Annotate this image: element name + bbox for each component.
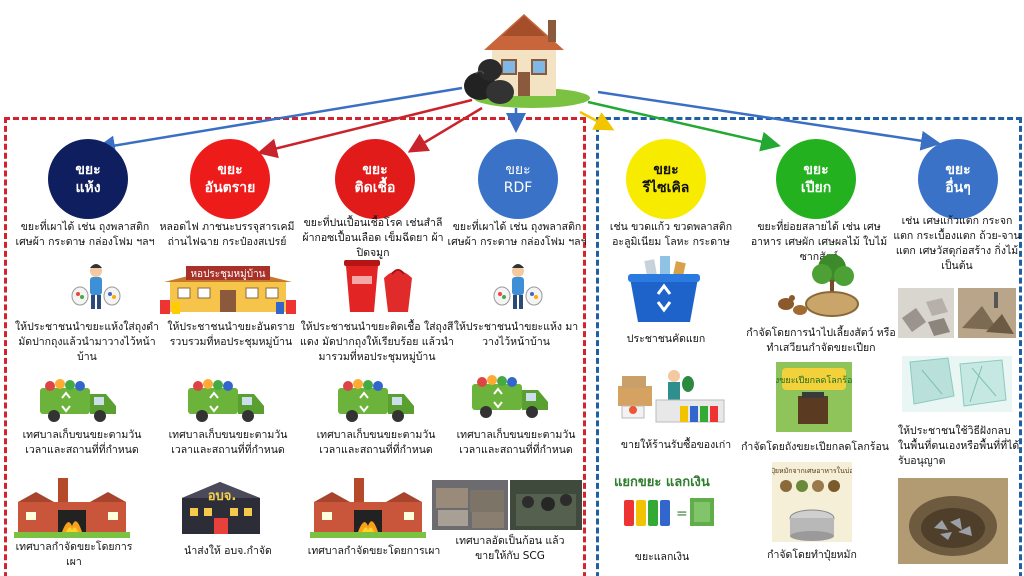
wet-bin-poster-icon: ถังขยะเปียกลดโลกร้อน [776,362,852,432]
obj-building-sign: อบจ. [208,489,237,504]
category-dry-circle: ขยะ แห้ง [48,139,128,219]
category-recycle-circle: ขยะ รีไซเคิล [626,139,706,219]
wet-step-2-caption: กำจัดโดยถังขยะเปียกลดโลกร้อน [741,441,889,453]
category-wet-label-2: เปียก [800,180,832,196]
red-infectious-bin-icon [338,254,418,316]
incinerator-factory-icon [310,476,426,538]
recycle-step-1-caption: ประชาชนคัดแยก [626,333,706,345]
dry-step-2-caption: เทศบาลเก็บขนขยะตามวัน เวลาและสถานที่ที่ก… [22,429,142,456]
hazard-step-2-caption: เทศบาลเก็บขนขยะตามวัน เวลาและสถานที่ที่ก… [168,429,288,456]
rdf-step-1-caption: ให้ประชาชนนำขยะแห้ง มาวางไว้หน้าบ้าน [453,321,579,348]
recycle-bin-icon [624,254,704,326]
infect-description: ขยะที่ปนเปื้อนเชื้อโรค เช่นสำลี ผ้ากอซเป… [302,217,444,259]
other-step-1-caption: ให้ประชาชนใช้วิธีฝังกลบ ในพื้นที่ตนเองหร… [898,425,1020,467]
garbage-truck-icon [38,376,118,424]
hens-and-compost-tree-icon [772,254,862,320]
garbage-truck-icon [336,376,416,424]
category-recycle-label-2: รีไซเคิล [642,180,690,196]
rdf-step-2-caption: เทศบาลเก็บขนขยะตามวัน เวลาและสถานที่ที่ก… [456,429,576,456]
category-infect-label-1: ขยะ [362,162,388,178]
person-carrying-bags-icon [488,262,548,312]
incinerator-factory-icon [14,476,130,538]
category-dry-label-1: ขยะ [75,162,101,178]
obj-building-icon: อบจ. [176,478,266,538]
infect-step-2-caption: เทศบาลเก็บขนขยะตามวัน เวลาและสถานที่ที่ก… [316,429,436,456]
rdf-description: ขยะที่เผาได้ เช่น ถุงพลาสติก เศษผ้า กระด… [447,221,587,248]
garbage-truck-icon [186,376,266,424]
category-hazard-label-2: อันตราย [204,180,256,196]
wet-step-1-caption: กำจัดโดยการนำไปเลี้ยงสัตว์ หรือทำเสวียนก… [746,327,896,354]
hazard-step-1-caption: ให้ประชาชนนำขยะอันตราย รวบรวมที่หอประชุม… [167,321,295,348]
broken-glass-photo [902,356,1012,412]
category-rdf-circle: ขยะ RDF [478,139,558,219]
compost-pit-poster: ปุ๋ยหมักจากเศษอาหารในบ่อ [772,462,852,542]
svg-text:=: = [676,506,688,522]
hazard-step-3-caption: นำส่งให้ อบจ.กำจัด [184,545,272,557]
infect-step-1-caption: ให้ประชาชนนำขยะติดเชื้อ ใส่ถุงสีแดง มัดป… [300,321,454,363]
landfill-pit-photo [898,478,1008,564]
wet-bin-poster-title: ถังขยะเปียกลดโลกร้อน [776,375,852,386]
category-hazard-label-1: ขยะ [217,162,243,178]
recycle-step-3-caption: ขยะแลกเงิน [634,551,690,563]
other-description: เช่น เศษแก้วแตก กระจกแตก กระเบื้องแตก ถ้… [893,215,1021,272]
category-recycle-label-1: ขยะ [653,162,679,178]
village-hall-sign: หอประชุมหมู่บ้าน [190,268,265,280]
waste-for-money-poster: แยกขยะ แลกเงิน = [610,470,720,538]
category-hazard-circle: ขยะ อันตราย [190,139,270,219]
house-with-garbage-bags-icon [462,6,592,110]
category-wet-label-1: ขยะ [803,162,829,178]
recycling-shop-icon [616,366,726,426]
category-other-circle: ขยะ อื่นๆ [918,139,998,219]
dry-step-1-caption: ให้ประชาชนนำขยะแห้งใส่ถุงดำ มัดปากถุงแล้… [15,321,159,363]
dry-step-3-caption: เทศบาลกำจัดขยะโดยการเผา [15,541,133,568]
baled-waste-photo [432,480,582,530]
broken-tiles-photo [898,288,1016,338]
category-wet-circle: ขยะ เปียก [776,139,856,219]
category-other-label-1: ขยะ [945,162,971,178]
recycle-description: เช่น ขวดแก้ว ขวดพลาสติก อะลูมิเนียม โลหะ… [609,221,733,248]
category-rdf-label-2: RDF [503,180,533,196]
rdf-step-3-caption: เทศบาลอัดเป็นก้อน แล้วขายให้กับ SCG [455,535,565,562]
category-infect-circle: ขยะ ติดเชื้อ [335,139,415,219]
waste-for-money-title: แยกขยะ แลกเงิน [614,475,710,490]
hazard-description: หลอดไฟ ภาชนะบรรจุสารเคมี ถ่านไฟฉาย กระป๋… [159,221,295,248]
category-infect-label-2: ติดเชื้อ [354,180,396,196]
infect-step-3-caption: เทศบาลกำจัดขยะโดยการเผา [307,545,441,557]
wet-step-3-caption: กำจัดโดยทำปุ๋ยหมัก [767,549,857,561]
category-rdf-label-1: ขยะ [505,162,531,178]
garbage-truck-icon [470,372,550,420]
dry-description: ขยะที่เผาได้ เช่น ถุงพลาสติก เศษผ้า กระด… [15,221,155,248]
village-hall-icon: หอประชุมหมู่บ้าน [158,262,298,316]
category-other-label-2: อื่นๆ [945,180,971,196]
person-carrying-bags-icon [66,262,126,312]
category-dry-label-2: แห้ง [75,180,101,196]
recycle-step-2-caption: ขายให้ร้านรับซื้อของเก่า [620,439,732,451]
compost-poster-title: ปุ๋ยหมักจากเศษอาหารในบ่อ [772,466,852,475]
